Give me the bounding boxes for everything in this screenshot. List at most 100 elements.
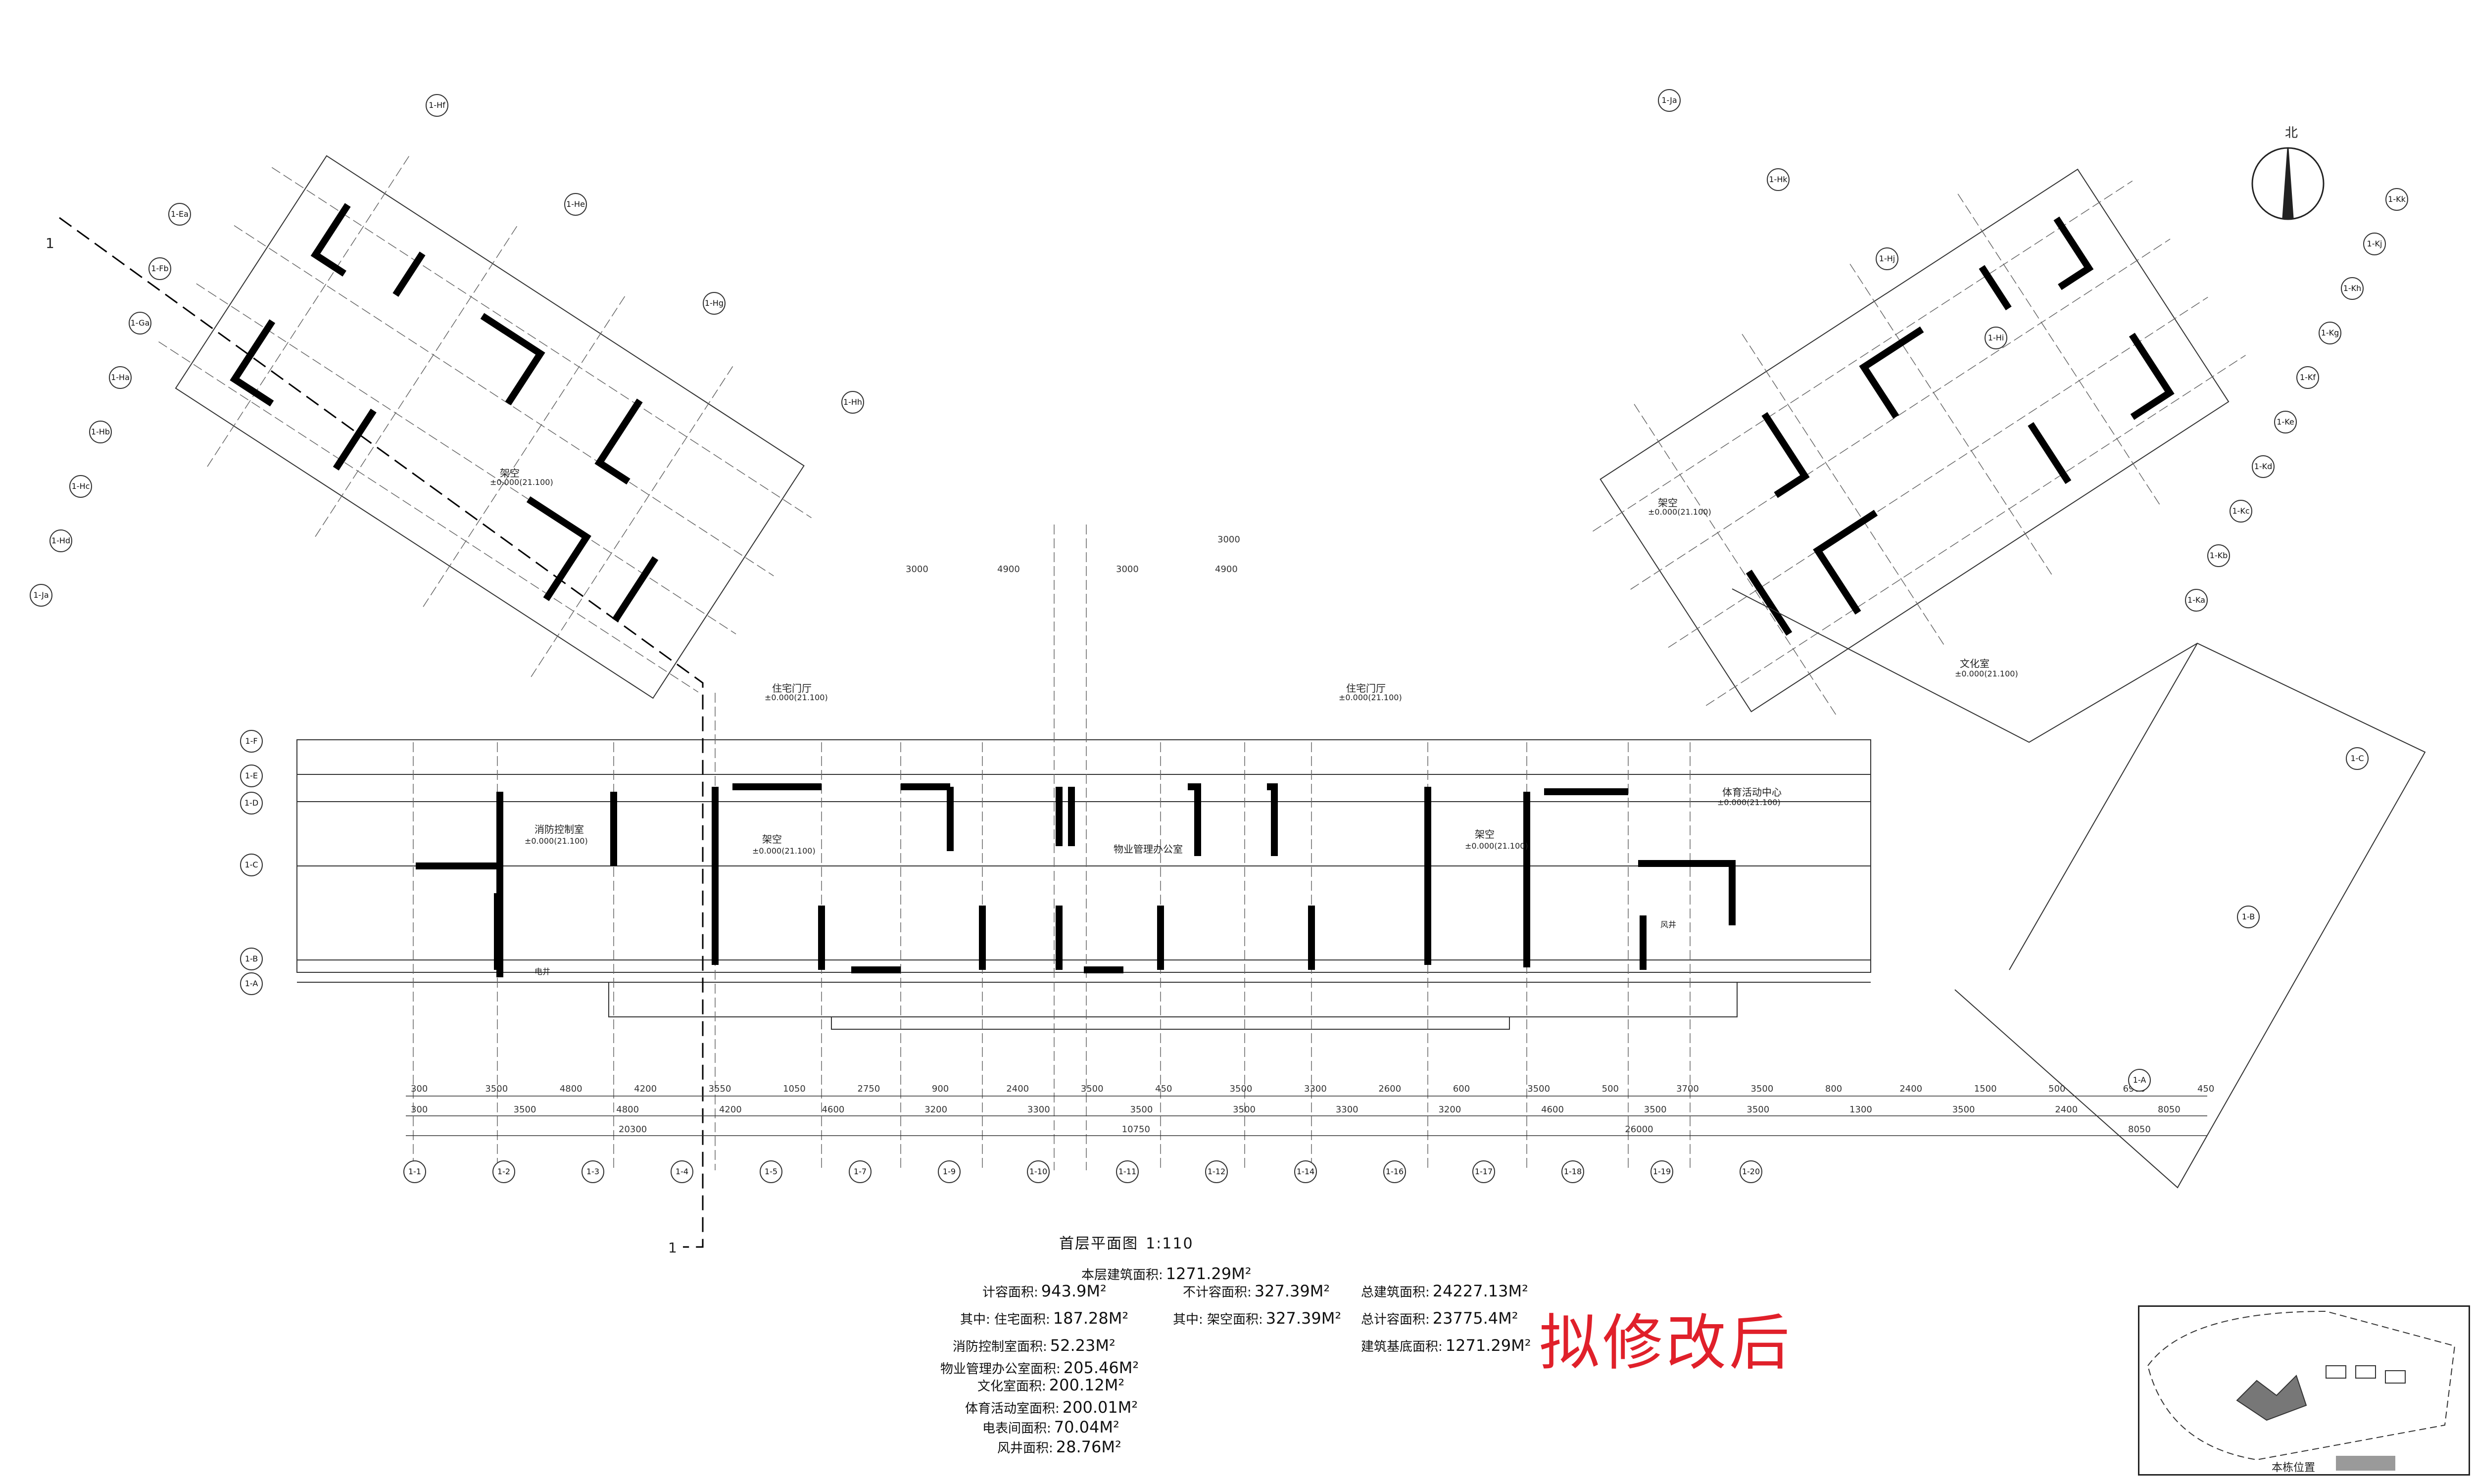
dimension-label: 3500 (513, 1104, 536, 1115)
dimension-label: 450 (1155, 1084, 1172, 1094)
grid-bubble: 1-19 (1650, 1160, 1673, 1183)
area-culture-room: 文化室面积:200.12M² (977, 1376, 1125, 1394)
room-elev-culture-room: ±0.000(21.100) (1955, 669, 2018, 678)
room-elev-piloti-wing-left: ±0.000(21.100) (490, 478, 553, 487)
dimension-label: 3300 (1027, 1104, 1050, 1115)
dimension-label: 2400 (2055, 1104, 2078, 1115)
grid-bubble-wing-right: 1-Ja (1658, 89, 1681, 112)
grid-bubble-wing-left: 1-Ha (109, 366, 132, 389)
plan-title: 首层平面图 (1059, 1235, 1138, 1252)
section-line (59, 217, 704, 1248)
grid-bubble-wing-left: 1-Hb (89, 421, 112, 443)
grid-bubble-wing-left: 1-Hh (841, 391, 864, 414)
dimension-label: 3200 (1438, 1104, 1461, 1115)
dimension-label: 300 (411, 1104, 428, 1115)
dimension-label: 3500 (1644, 1104, 1667, 1115)
dimension-label: 10750 (1121, 1124, 1150, 1135)
dimension-label: 450 (2197, 1084, 2215, 1094)
canopy-edge (831, 1017, 1510, 1030)
top-dim-0: 3000 (906, 564, 928, 574)
area-total-floor: 本层建筑面积:1271.29M² (1081, 1264, 1252, 1283)
grid-bubble-wing-right: 1-Hi (1985, 327, 2007, 349)
grid-bubble: 1-14 (1294, 1160, 1317, 1183)
dimension-label: 4800 (559, 1084, 582, 1094)
top-dim-3: 4900 (1215, 564, 1238, 574)
keyplan-sketch (2147, 1310, 2456, 1461)
grid-bubble-wing-left: 1-Hd (49, 529, 72, 552)
area-footprint: 建筑基底面积:1271.29M² (1361, 1336, 1531, 1355)
grid-bubble: 1-1 (403, 1160, 426, 1183)
dimension-label: 3500 (1080, 1084, 1104, 1094)
grid-bubble-wing-left: 1-Ea (168, 203, 191, 226)
dimension-label: 4600 (822, 1104, 845, 1115)
dimension-label: 26000 (1625, 1124, 1653, 1135)
grid-bubble-left: 1-F (240, 730, 263, 753)
dimension-label: 300 (411, 1084, 428, 1094)
grid-bubble: 1-5 (760, 1160, 782, 1183)
dimension-label: 2400 (1899, 1084, 1923, 1094)
area-counted: 计容面积:943.9M² (982, 1282, 1107, 1300)
canopy-outline (608, 982, 1738, 1017)
room-label-lobby-left: 住宅门厅 (772, 682, 812, 694)
grid-bubble-wing-right: 1-Kg (2319, 322, 2341, 344)
dimension-label: 4200 (719, 1104, 742, 1115)
left-wing (158, 155, 812, 699)
grid-bubble: 1-11 (1116, 1160, 1139, 1183)
dimension-label: 1500 (1974, 1084, 1997, 1094)
north-label: 北 (2285, 126, 2298, 141)
dimension-label: 500 (2048, 1084, 2066, 1094)
room-label-piloti-2: 架空 (1475, 828, 1495, 840)
dimension-label: 1050 (783, 1084, 806, 1094)
room-elev-lobby-right: ±0.000(21.100) (1339, 693, 1402, 702)
key-plan-label: 本栋位置 (2272, 1462, 2316, 1474)
top-dim-1: 4900 (997, 564, 1020, 574)
central-walls (416, 783, 1736, 977)
room-label-fire-control: 消防控制室 (534, 823, 584, 835)
room-elev-fire-control: ±0.000(21.100) (525, 836, 588, 846)
dimension-label: 800 (1825, 1084, 1843, 1094)
area-fire-control: 消防控制室面积:52.23M² (953, 1336, 1116, 1355)
section-marker-top: 1 (46, 235, 54, 251)
area-total-building: 总建筑面积:24227.13M² (1361, 1282, 1528, 1300)
area-not-counted: 不计容面积:327.39M² (1183, 1282, 1330, 1300)
grid-bubble-wing-left: 1-Hc (69, 475, 92, 498)
dimension-label: 3300 (1304, 1084, 1327, 1094)
dimension-label: 3300 (1335, 1104, 1358, 1115)
area-property-office: 物业管理办公室面积:205.46M² (940, 1358, 1139, 1377)
grid-bubble: 1-10 (1027, 1160, 1050, 1183)
grid-bubble: 1-16 (1383, 1160, 1406, 1183)
room-label-property-office: 物业管理办公室 (1114, 843, 1183, 855)
dimension-label: 3500 (1750, 1084, 1774, 1094)
grid-bubble: 1-3 (582, 1160, 604, 1183)
grid-bubble: 1-12 (1205, 1160, 1228, 1183)
area-sports-room: 体育活动室面积:200.01M² (965, 1398, 1138, 1417)
grid-bubble-wing-right: 1-Hj (1876, 247, 1898, 270)
dimension-label: 600 (1453, 1084, 1470, 1094)
dimension-label: 3500 (1746, 1104, 1770, 1115)
grid-bubble-wing-right: 1-Kh (2341, 277, 2364, 300)
plan-title-row: 首层平面图 1:110 (1059, 1231, 1194, 1253)
key-plan-swatch (2336, 1456, 2395, 1471)
area-piloti: 其中: 架空面积:327.39M² (1173, 1309, 1342, 1328)
central-block (296, 739, 1871, 1030)
grid-bubble-wing-left: 1-Hg (703, 292, 726, 315)
grid-bubble: 1-20 (1740, 1160, 1762, 1183)
dimension-label: 3500 (1130, 1104, 1153, 1115)
north-arrow (2251, 147, 2325, 220)
area-residential: 其中: 住宅面积:187.28M² (960, 1309, 1129, 1328)
grid-bubble-wing-left: 1-Hf (426, 94, 448, 117)
room-label-electric-shaft: 电井 (534, 967, 551, 976)
room-elev-lobby-left: ±0.000(21.100) (765, 693, 828, 702)
grid-bubble-wing-right: 1-Kc (2230, 500, 2252, 523)
top-dim-4: 3000 (1217, 534, 1240, 545)
dimension-label: 2750 (857, 1084, 880, 1094)
grid-bubble-wing-right: 1-Kd (2252, 455, 2275, 478)
grid-bubble-wing-left: 1-Ga (129, 312, 151, 335)
dimension-label: 4200 (634, 1084, 657, 1094)
dimension-label: 3500 (1233, 1104, 1256, 1115)
dimension-label: 1300 (1849, 1104, 1872, 1115)
right-wing (1593, 168, 2246, 716)
grid-bubble: 1-9 (938, 1160, 961, 1183)
top-dim-2: 3000 (1116, 564, 1139, 574)
